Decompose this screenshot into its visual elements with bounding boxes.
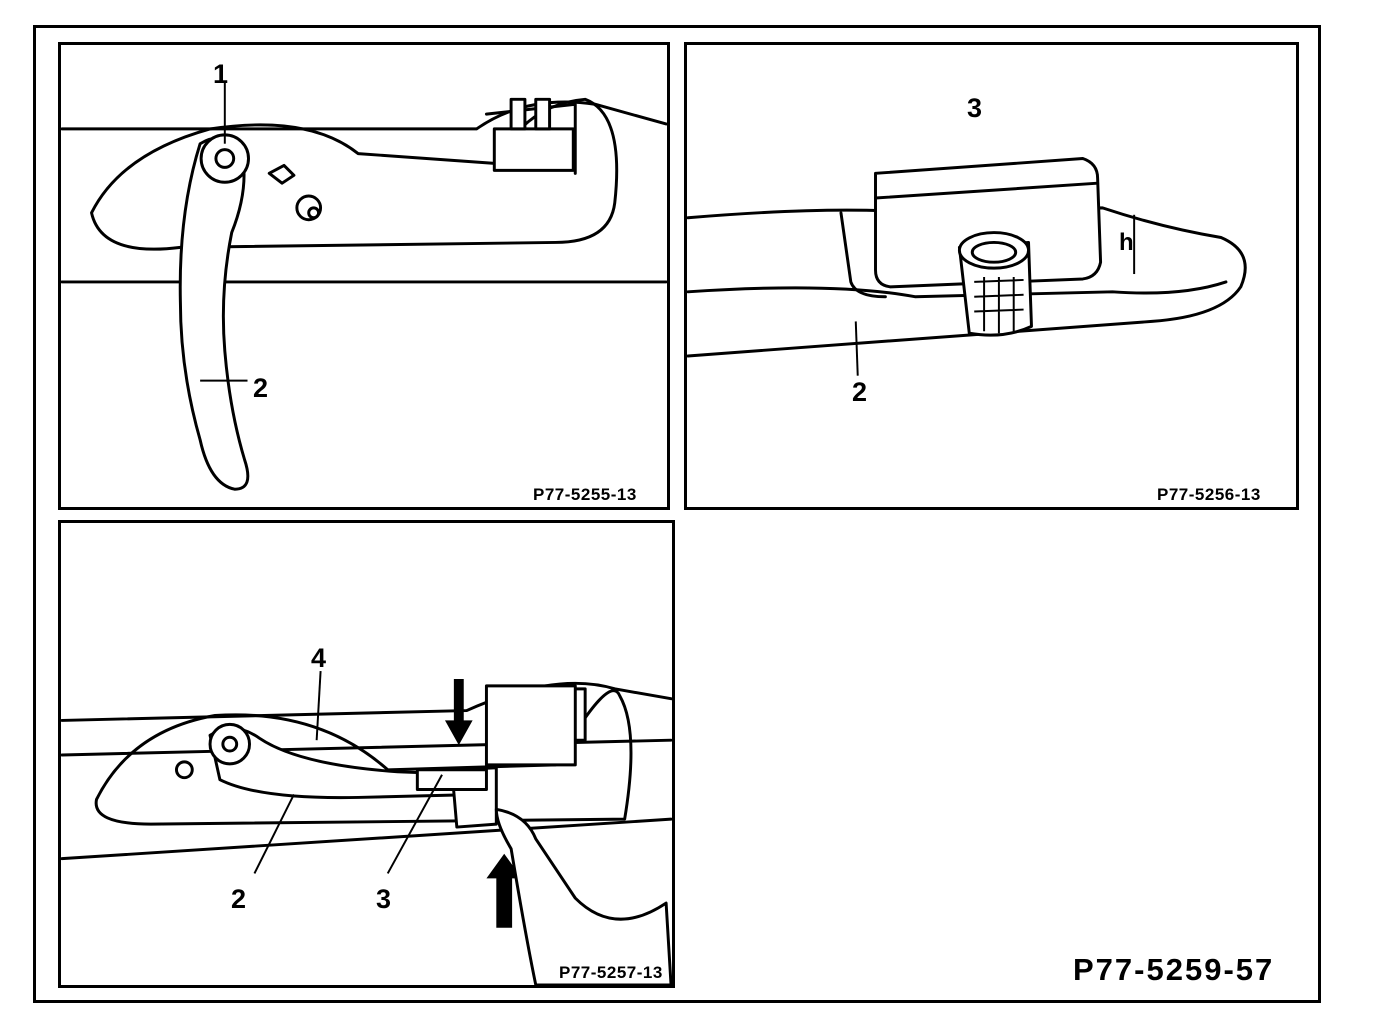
- callout-1: 1: [213, 59, 229, 89]
- clip-removal-drawing: [61, 671, 672, 985]
- panel-code: P77-5256-13: [1157, 485, 1261, 504]
- figure-frame: [33, 25, 1321, 1003]
- lever-raised-drawing: [61, 82, 667, 491]
- panel-clip-removal: 4 2 3 P77-5257-13: [58, 520, 675, 988]
- callout-2: 2: [253, 373, 269, 403]
- callout-3: 3: [376, 884, 392, 914]
- clip-detail-drawing: [687, 157, 1247, 376]
- panel-clip-detail: 3 h 2 P77-5256-13: [684, 42, 1299, 510]
- figure-id: P77-5259-57: [1073, 952, 1275, 987]
- callout-2: 2: [231, 884, 247, 914]
- callout-2: 2: [852, 377, 868, 407]
- callout-3: 3: [967, 93, 983, 123]
- panel-lever-raised: 1 2 P77-5255-13: [58, 42, 670, 510]
- dimension-h: h: [1119, 229, 1134, 256]
- panel-code: P77-5257-13: [559, 963, 663, 983]
- panel-code: P77-5255-13: [533, 485, 637, 504]
- callout-4: 4: [311, 643, 327, 673]
